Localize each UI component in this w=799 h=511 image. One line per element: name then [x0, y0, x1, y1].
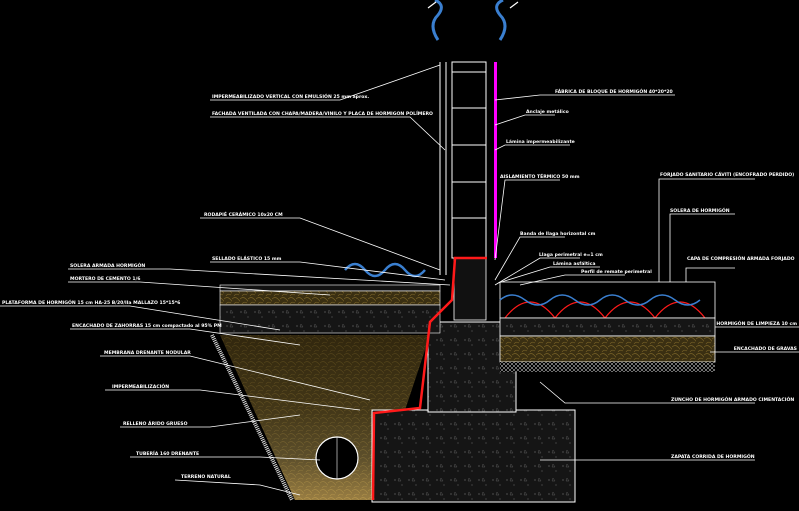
label-perimeter-joint: Llaga perimetral e=1 cm — [539, 252, 603, 258]
label-asphalt-sheet: Lámina asfáltica — [553, 260, 595, 267]
label-joint-band: Banda de llaga horizontal cm — [520, 231, 596, 237]
label-mortar: MORTERO DE CEMENTO 1/6 — [70, 276, 140, 282]
label-drain-pipe: TUBERÍA 160 DRENANTE — [136, 449, 199, 457]
label-concrete-platform: PLATAFORMA DE HORMIGÓN 15 cm HA-25 B/20/… — [2, 299, 180, 306]
membrane — [494, 62, 497, 258]
label-blinding: HORMIGÓN DE LIMPIEZA 10 cm — [716, 320, 797, 327]
waterproofing-line — [371, 256, 487, 501]
label-waterproofing: IMPERMEABILIZACIÓN — [112, 383, 169, 390]
label-membrane: Lámina impermeabilizante — [506, 138, 575, 145]
excavation-edge — [210, 334, 294, 501]
label-slab: SOLERA ARMADA HORMIGÓN — [70, 262, 145, 269]
label-sanitary-slab: FORJADO SANITARIO CÁVITI (ENCOFRADO PERD… — [660, 171, 794, 178]
label-vertical-waterproofing: IMPERMEABILIZADO VERTICAL CON EMULSIÓN 2… — [212, 93, 369, 100]
label-compression-layer: CAPA DE COMPRESIÓN ARMADA FORJADO — [687, 255, 795, 262]
label-sealant: SELLADO ELÁSTICO 15 mm — [212, 255, 282, 262]
label-metal-anchor: Anclaje metálico — [526, 108, 569, 115]
label-natural-ground: TERRENO NATURAL — [181, 474, 231, 480]
label-strip-footing: ZAPATA CORRIDA DE HORMIGÓN — [671, 453, 755, 460]
footing — [371, 409, 576, 503]
label-skirting: RODAPIÉ CERÁMICO 10x20 CM — [204, 210, 283, 218]
label-insulation: AISLAMIENTO TÉRMICO 50 mm — [500, 172, 580, 180]
label-foundation-beam: ZUNCHO DE HORMIGÓN ARMADO CIMENTACIÓN — [671, 396, 794, 403]
label-ventilated-facade: FACHADA VENTILADA CON CHAPA/MADERA/VINIL… — [212, 109, 433, 117]
label-drainage-membrane: MEMBRANA DRENANTE NODULAR — [104, 350, 191, 356]
label-block-masonry: FÁBRICA DE BLOQUE DE HORMIGÓN 40*20*20 — [555, 88, 673, 95]
label-hardcore: ENCACHADO DE ZAHORRAS 15 cm compactado a… — [72, 323, 222, 329]
label-edge-profile: Perfil de remate perimetral — [581, 269, 652, 275]
label-concrete-slab: SOLERA DE HORMIGÓN — [670, 207, 730, 214]
label-gravel-bed: ENCACHADO DE GRAVAS — [734, 346, 797, 352]
label-coarse-fill: RELLENO ÁRIDO GRUESO — [123, 420, 188, 427]
block-wall — [451, 61, 487, 259]
